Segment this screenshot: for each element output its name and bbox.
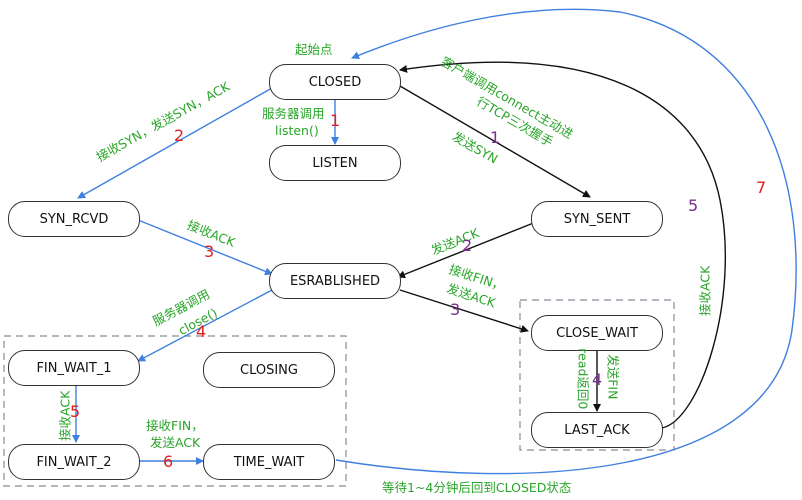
state-established: ESRABLISHED — [269, 263, 401, 299]
label-wait-note: 等待1~4分钟后回到CLOSED状态 — [382, 480, 572, 495]
label-server-listen-2: listen() — [275, 123, 319, 138]
state-time-wait: TIME_WAIT — [203, 444, 335, 480]
client-close-group-box — [3, 335, 347, 487]
arrow-closed-synrcvd — [77, 87, 273, 199]
step-number-red-5: 5 — [70, 402, 81, 421]
arrow-timewait-closed — [335, 8, 797, 475]
label-recv-fin-tw-2: 发送ACK — [150, 435, 201, 450]
state-fin-wait-1: FIN_WAIT_1 — [8, 350, 140, 386]
step-number-red-7: 7 — [756, 178, 767, 197]
arrow-synrcvd-established — [137, 219, 273, 276]
state-syn-rcvd: SYN_RCVD — [8, 201, 140, 237]
step-number-red-1: 1 — [330, 111, 341, 130]
step-number-purple-5: 5 — [688, 196, 699, 215]
step-number-red-2: 2 — [174, 126, 185, 145]
arrow-established-closewait — [399, 289, 529, 333]
step-number-purple-3: 3 — [450, 300, 461, 319]
step-number-red-4: 4 — [196, 322, 207, 341]
label-start-point: 起始点 — [295, 42, 333, 57]
arrow-synsent-established — [397, 221, 537, 279]
state-syn-sent: SYN_SENT — [531, 201, 663, 237]
step-number-purple-2: 2 — [462, 236, 473, 255]
arrow-lastack-closed — [399, 61, 727, 429]
label-server-listen-1: 服务器调用 — [262, 106, 325, 121]
state-listen: LISTEN — [269, 145, 401, 181]
step-number-purple-1: 1 — [490, 128, 501, 147]
state-closed: CLOSED — [269, 64, 401, 100]
state-close-wait: CLOSE_WAIT — [531, 315, 663, 351]
arrow-established-finwait1 — [137, 289, 273, 362]
label-recv-ack-last: 接收ACK — [697, 265, 713, 316]
label-recv-fin-tw-1: 接收FIN， — [146, 418, 204, 433]
state-last-ack: LAST_ACK — [531, 412, 663, 448]
arrow-closed-synsent — [399, 85, 591, 198]
state-fin-wait-2: FIN_WAIT_2 — [8, 444, 140, 480]
label-send-fin: 发送FIN — [605, 354, 621, 400]
state-closing: CLOSING — [203, 352, 335, 388]
step-number-red-6: 6 — [163, 452, 174, 471]
server-close-group-box — [519, 299, 675, 451]
label-read-return: read返回0 — [575, 348, 591, 410]
step-number-red-3: 3 — [204, 242, 215, 261]
step-number-purple-4: 4 — [592, 370, 603, 389]
